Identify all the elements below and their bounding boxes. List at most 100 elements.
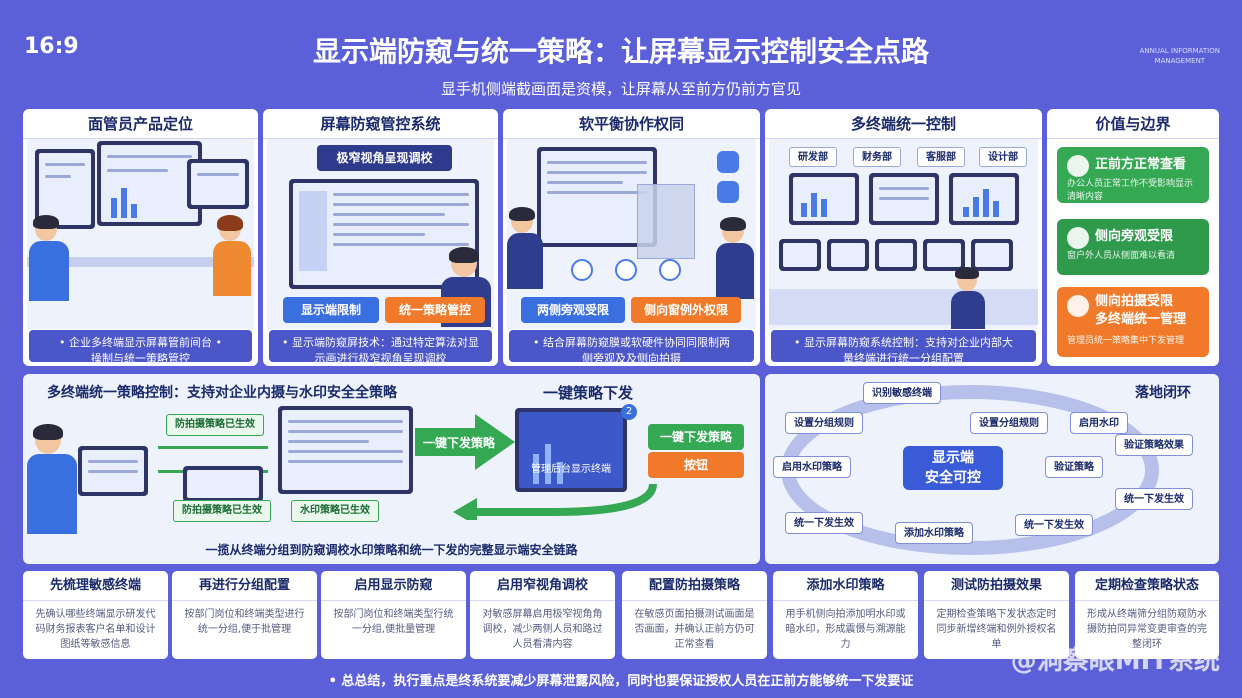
shield-icon — [717, 151, 739, 173]
monitor — [971, 239, 1013, 271]
department-tag: 客服部 — [917, 147, 965, 167]
person-icon — [205, 215, 254, 327]
step-title: 再进行分组配置 — [172, 571, 317, 601]
privacy-illustration: 极窄视角呈现调校 显示端限制 统一策略管控 — [267, 139, 494, 329]
step-card: 再进行分组配置按部门岗位和终端类型进行统一分组,便于批管理 — [172, 571, 317, 659]
desk — [769, 289, 1038, 325]
value-card-sub: 管理员统一策略集中下发管理 — [1067, 336, 1185, 346]
lock-icon — [717, 181, 739, 203]
monitor — [869, 173, 939, 225]
value-card-title: 侧向旁观受限 — [1095, 229, 1174, 244]
department-tag: 研发部 — [789, 147, 837, 167]
policy-status-tag: 防拍摄策略已生效 — [173, 500, 271, 522]
corner-watermark: ANNUAL INFORMATION MANAGEMENT — [1140, 46, 1220, 66]
corner-watermark-line2: MANAGEMENT — [1154, 57, 1206, 65]
step-title: 测试防拍摄效果 — [924, 571, 1069, 601]
loop-node: 启用水印策略 — [773, 456, 851, 478]
step-card: 启用显示防窥按部门岗位和终端类型行统一分组,便批量管理 — [321, 571, 466, 659]
side-exception-badge: 侧向窗例外权限 — [631, 297, 741, 323]
value-card-title: 正前方正常查看 — [1095, 157, 1187, 172]
section-footer: 一揽从终端分组到防窥调校水印策略和统一下发的完整显示端安全链路 — [205, 543, 578, 557]
aspect-ratio-label: 16:9 — [24, 34, 79, 59]
value-card: 正前方正常查看 办公人员正常工作不受影响显示清晰内容 — [1057, 147, 1209, 203]
step-title: 添加水印策略 — [773, 571, 918, 601]
loop-center: 显示端 安全可控 — [903, 446, 1003, 490]
multi-terminal-illustration: 研发部 财务部 客服部 设计部 — [769, 139, 1038, 329]
department-tag: 设计部 — [979, 147, 1027, 167]
panel-collaboration: 软平衡协作权同 两侧旁观受限 侧向窗例外权限 • 结合屏幕防窥膜或软硬件协同同限… — [503, 109, 760, 366]
one-click-deploy-button[interactable]: 一键下发策略 — [648, 424, 744, 450]
panel-title: 软平衡协作权同 — [503, 109, 760, 139]
display-limit-badge: 显示端限制 — [283, 297, 379, 323]
value-card-sub: 窗户外人员从侧面难以看清 — [1067, 251, 1176, 261]
unified-policy-badge: 统一策略管控 — [385, 297, 485, 323]
loop-node: 验证策略 — [1045, 456, 1103, 478]
loop-node: 统一下发生效 — [1115, 488, 1193, 510]
camera-icon — [1067, 295, 1089, 317]
watermark: @洞察眼MIT系统 — [1010, 646, 1220, 676]
policy-status-tag: 水印策略已生效 — [291, 500, 379, 522]
step-desc: 按部门岗位和终端类型进行统一分组,便于批管理 — [184, 609, 305, 635]
step-desc: 先确认哪些终端显示研发代码财务报表客户名单和设计图纸等敏感信息 — [35, 609, 156, 650]
gear-icon — [659, 259, 681, 281]
panel-title: 屏幕防窥管控系统 — [263, 109, 498, 139]
panel-title: 价值与边界 — [1047, 109, 1219, 139]
privacy-filter — [637, 184, 695, 259]
page-footer: • 总总结，执行重点是终系统要减少屏幕泄露风险，同时也要保证授权人员在正前方能够… — [328, 674, 914, 689]
panel-title: 面管员产品定位 — [23, 109, 258, 139]
step-card: 配置防拍摄策略在敏感页面拍摄测试画面是否画面，并确认正前方仍可正常查看 — [622, 571, 767, 659]
side-view-limited-badge: 两侧旁观受限 — [521, 297, 625, 323]
monitor — [187, 159, 249, 209]
step-desc: 用手机侧向拍添加明水印或暗水印，形成震慑与溯源能力 — [785, 609, 906, 650]
loop-node: 统一下发生效 — [1015, 514, 1093, 536]
check-icon — [1067, 155, 1089, 177]
push-label: 一键下发策略 — [422, 436, 495, 450]
office-illustration — [27, 139, 254, 329]
panel-caption: • 显示屏幕防窥系统控制：支持对企业内部大 量终端进行统一分组配置 — [771, 330, 1036, 365]
return-arrow — [453, 483, 657, 520]
department-tag: 财务部 — [853, 147, 901, 167]
panel-value-boundary: 价值与边界 正前方正常查看 办公人员正常工作不受影响显示清晰内容 侧向旁观受限 … — [1047, 109, 1219, 366]
section-title: 落地闭环 — [1135, 385, 1191, 401]
step-card: 启用窄视角调校对敏感屏幕启用极窄视角角调校，减少两侧人员和路过人员看清内容 — [470, 571, 615, 659]
loop-node: 添加水印策略 — [895, 522, 973, 544]
person-icon — [507, 207, 547, 309]
person-icon — [712, 217, 756, 319]
step-title: 定期检查策略状态 — [1075, 571, 1219, 601]
eye-icon — [615, 259, 637, 281]
step-card: 添加水印策略用手机侧向拍添加明水印或暗水印，形成震慑与溯源能力 — [773, 571, 918, 659]
step-card: 测试防拍摄效果定期检查策略下发状态定时同步新增终端和例外授权名单 — [924, 571, 1069, 659]
camera-icon — [571, 259, 593, 281]
monitor — [78, 446, 148, 496]
corner-watermark-line1: ANNUAL INFORMATION — [1139, 47, 1220, 55]
page-subtitle: 显手机侧端截画面是资模，让屏幕从至前方仍前方官见 — [440, 80, 801, 98]
panel-closed-loop: 落地闭环 显示端 安全可控 识别敏感终端 设置分组规则 设置分组规则 启用水印策… — [765, 374, 1219, 564]
monitor — [827, 239, 869, 271]
section-title: 多终端统一策略控制：支持对企业内摄与水印安全全策略 — [47, 385, 397, 401]
step-desc: 对敏感屏幕启用极窄视角角调校，减少两侧人员和路过人员看清内容 — [482, 609, 603, 650]
value-card: 侧向拍摄受限 多终端统一管理 管理员统一策略集中下发管理 — [1057, 287, 1209, 357]
loop-node: 统一下发生效 — [785, 512, 863, 534]
monitor — [923, 239, 965, 271]
page-title: 显示端防窥与统一策略：让屏幕显示控制安全点路 — [312, 35, 929, 68]
panel-caption: • 结合屏幕防窥膜或软硬件协同同限制两 侧旁观及及侧向拍摄 — [509, 330, 754, 365]
section-subtitle: 一键策略下发 — [543, 384, 634, 402]
monitor-screen-text: 管理后台显示终端 — [531, 464, 611, 475]
step-desc: 按部门岗位和终端类型行统一分组,便批量管理 — [333, 609, 454, 635]
value-card-title: 侧向拍摄受限 多终端统一管理 — [1095, 294, 1187, 327]
desk — [27, 257, 254, 267]
person-icon — [29, 215, 79, 327]
step-title: 启用窄视角调校 — [470, 571, 615, 601]
step-title: 配置防拍摄策略 — [622, 571, 767, 601]
target-monitor: 管理后台显示终端 — [515, 408, 627, 492]
person-icon — [949, 267, 989, 329]
action-button[interactable]: 按钮 — [648, 452, 744, 478]
monitor — [949, 173, 1019, 225]
arrow-icon — [158, 446, 268, 449]
admin-console — [278, 406, 413, 494]
policy-status-tag: 防拍摄策略已生效 — [166, 414, 264, 436]
loop-node: 设置分组规则 — [970, 412, 1048, 434]
step-title: 启用显示防窥 — [321, 571, 466, 601]
person-icon — [27, 424, 107, 556]
badge: 2 — [621, 404, 637, 420]
